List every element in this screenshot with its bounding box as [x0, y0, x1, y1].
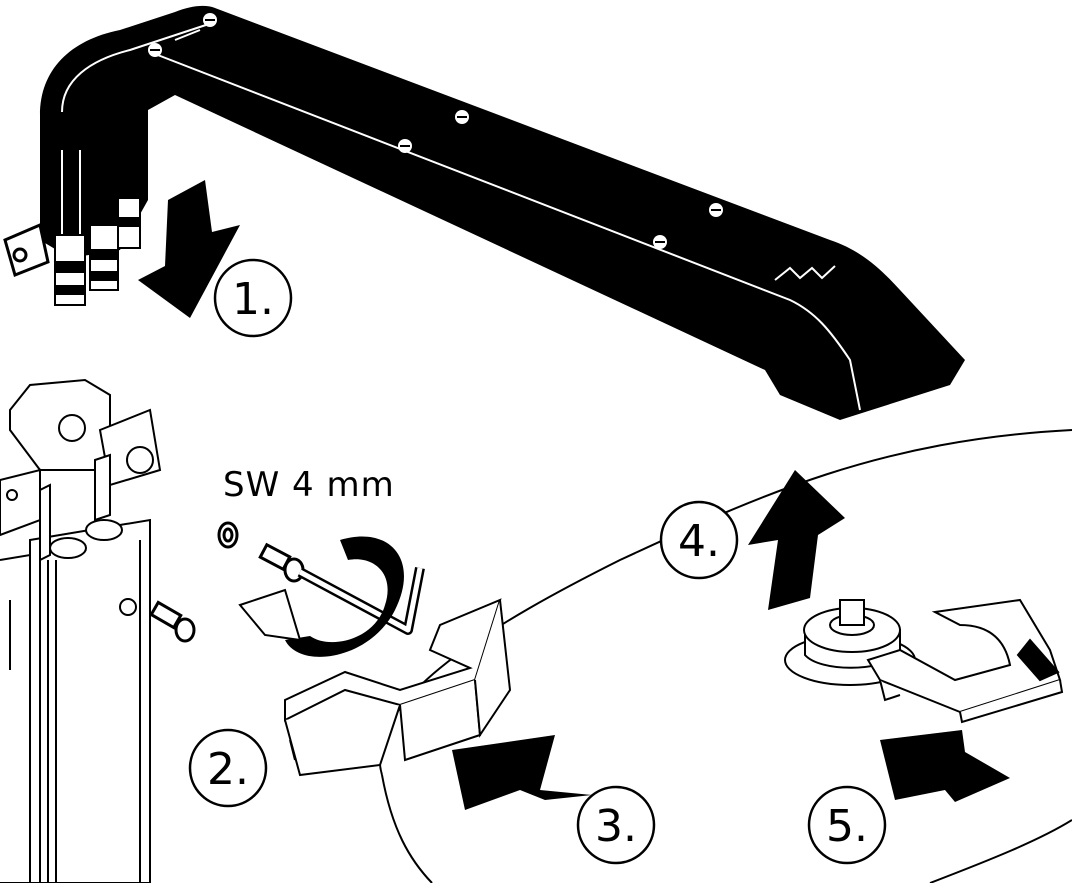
- step-1-label: 1.: [232, 274, 274, 325]
- screw-center: [258, 542, 305, 583]
- handle-bar: [40, 5, 965, 420]
- step-3-arrow: [452, 735, 592, 810]
- step-4-label: 4.: [678, 516, 720, 567]
- step-1-badge: 1.: [213, 258, 293, 338]
- tool-size-label: SW 4 mm: [223, 465, 395, 505]
- step-5-badge: 5.: [807, 785, 887, 865]
- handle-mount-tab: [3, 222, 50, 278]
- step-2-badge: 2.: [188, 728, 268, 808]
- step-1-arrow: [138, 180, 240, 318]
- step-5-label: 5.: [826, 801, 868, 852]
- step-3-label: 3.: [595, 801, 637, 852]
- step-3-badge: 3.: [576, 785, 656, 865]
- end-cap-part: [284, 598, 512, 777]
- table-surface-right-edge: [929, 819, 1072, 883]
- table-surface-bottom-edge: [381, 774, 433, 883]
- step-2-label: 2.: [207, 744, 249, 795]
- handle-screw-slots: [150, 19, 721, 243]
- column-screws: [6, 414, 154, 616]
- step-4-badge: 4.: [659, 500, 739, 580]
- handle-connector-pins: [54, 197, 141, 306]
- screw-left: [149, 600, 196, 643]
- clamp-lever-part: [866, 598, 1064, 724]
- step-4-arrow: [748, 470, 845, 610]
- column-cylinders: [49, 519, 123, 559]
- rotation-arrow-icon: [285, 536, 404, 657]
- step-5-arrow: [880, 730, 1010, 802]
- washer: [217, 521, 239, 549]
